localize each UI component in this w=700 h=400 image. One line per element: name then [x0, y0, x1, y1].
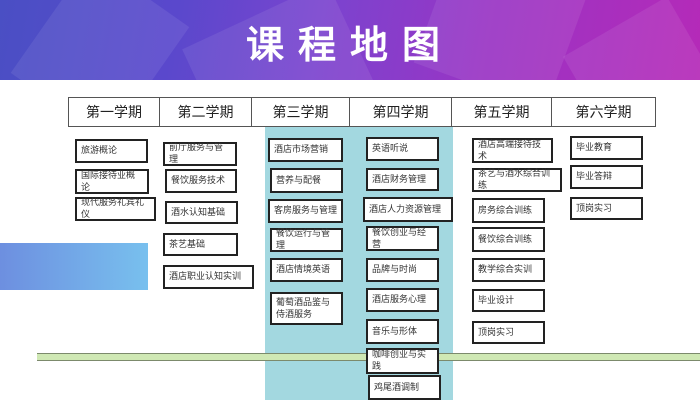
semester-header: 第四学期: [350, 97, 452, 127]
course-box: 咖啡创业与实践: [366, 348, 439, 374]
course-box: 酒店高端接待技术: [472, 138, 553, 163]
semester-header: 第二学期: [160, 97, 252, 127]
course-box: 毕业答辩: [570, 165, 643, 189]
course-box: 客房服务与管理: [268, 199, 343, 223]
course-box: 前厅服务与管理: [163, 142, 237, 166]
title-banner: 课程地图: [0, 0, 700, 80]
course-box: 茶艺基础: [163, 233, 238, 256]
course-box: 音乐与形体: [366, 319, 439, 344]
course-box: 酒店人力资源管理: [363, 197, 453, 222]
semester-header: 第三学期: [252, 97, 350, 127]
course-box: 餐饮创业与经营: [366, 226, 439, 251]
course-box: 鸡尾酒调制: [368, 375, 441, 400]
course-box: 现代服务礼宾礼仪: [75, 197, 156, 221]
course-box: 酒店服务心理: [366, 288, 439, 312]
course-box: 毕业教育: [570, 136, 643, 160]
course-box: 茶艺与酒水综合训练: [472, 168, 562, 192]
course-box: 国际接待业概论: [75, 169, 149, 194]
course-box: 品牌与时尚: [366, 258, 439, 282]
course-box: 酒店市场营销: [268, 138, 343, 162]
course-box: 营养与配餐: [270, 168, 343, 193]
course-box: 酒店财务管理: [366, 168, 439, 191]
course-box: 房务综合训练: [472, 198, 545, 223]
course-box: 毕业设计: [472, 289, 545, 312]
semester-header: 第六学期: [552, 97, 656, 127]
course-box: 教学综合实训: [472, 258, 545, 282]
course-box: 葡萄酒品鉴与侍酒服务: [270, 292, 343, 325]
course-box: 顶岗实习: [570, 197, 643, 220]
course-box: 酒店职业认知实训: [163, 265, 254, 289]
course-box: 餐饮综合训练: [472, 227, 545, 252]
course-box: 酒店情境英语: [270, 258, 343, 282]
course-box: 餐饮服务技术: [165, 169, 237, 193]
course-box: 酒水认知基础: [165, 201, 238, 224]
course-box: 餐饮运行与管理: [270, 228, 343, 252]
semester-header: 第一学期: [68, 97, 160, 127]
course-box: 英语听说: [366, 137, 439, 161]
semester-header: 第五学期: [452, 97, 552, 127]
course-box: 旅游概论: [75, 139, 148, 163]
decorative-block: [0, 243, 148, 290]
course-box: 顶岗实习: [472, 321, 545, 344]
page-title: 课程地图: [245, 23, 454, 67]
